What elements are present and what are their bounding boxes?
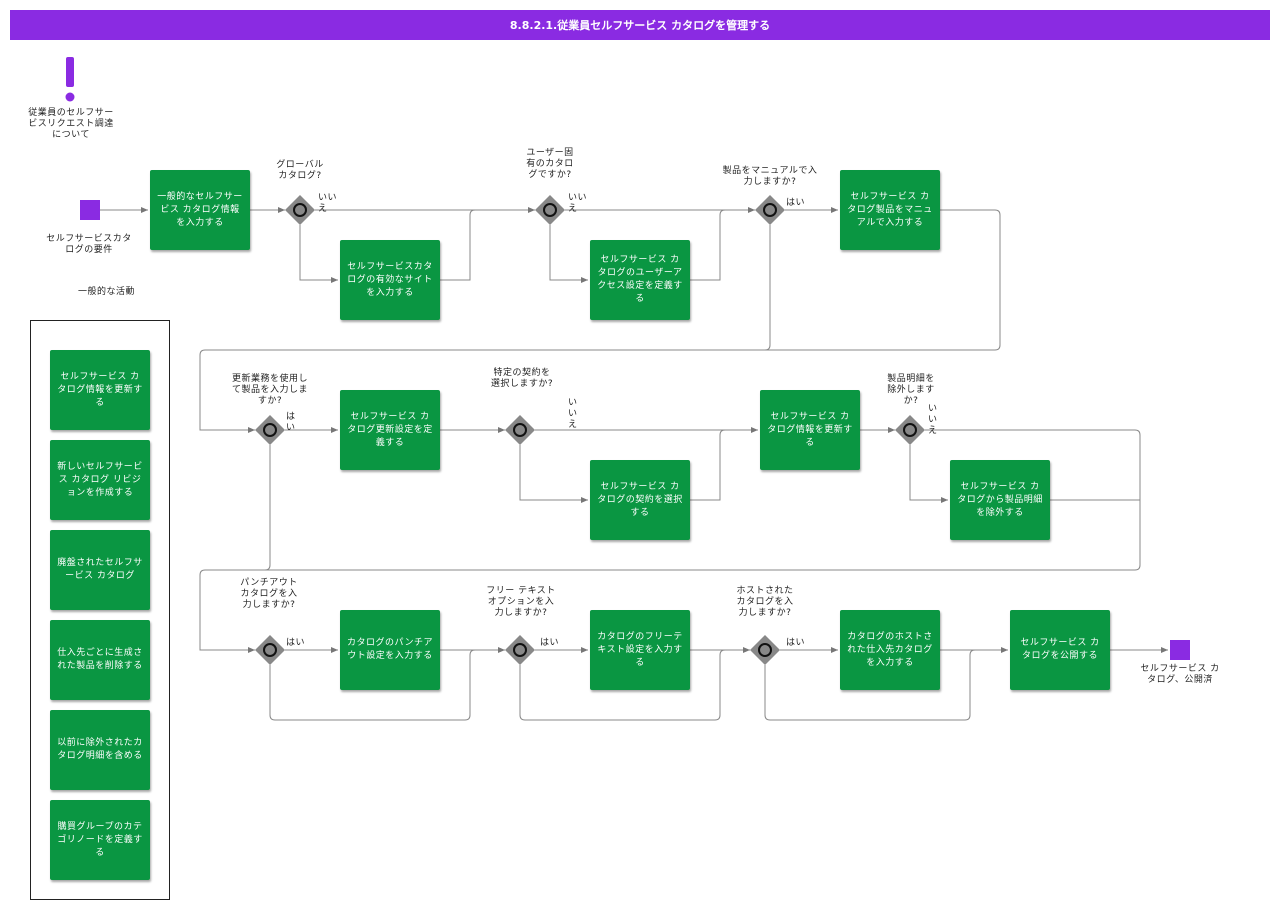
edge-t6-merge [690, 429, 726, 501]
task-enter-general-info[interactable]: 一般的なセルフサービス カタログ情報を入力する [150, 170, 250, 250]
legend-item[interactable]: 廃盤されたセルフサービス カタログ [50, 530, 150, 610]
task-enter-freetext-settings[interactable]: カタログのフリーテキスト設定を入力する [590, 610, 690, 690]
edge-label-yes: はい [786, 638, 806, 648]
edge-label-yes: はい [786, 198, 806, 208]
edge-g9-bypass [764, 649, 976, 721]
task-enter-valid-sites[interactable]: セルフサービスカタログの有効なサイトを入力する [340, 240, 440, 320]
legend-item[interactable]: 仕入先ごとに生成された製品を削除する [50, 620, 150, 700]
legend-item[interactable]: セルフサービス カタログ情報を更新する [50, 350, 150, 430]
edge-g4-wrap [264, 445, 271, 571]
edge-label-no: いいえ [568, 398, 578, 430]
task-update-catalog-info[interactable]: セルフサービス カタログ情報を更新する [760, 390, 860, 470]
task-select-contract[interactable]: セルフサービス カタログの契約を選択する [590, 460, 690, 540]
edge-g2-t3 [549, 225, 588, 283]
page-title: 8.8.2.1.従業員セルフサービス カタログを管理する [10, 10, 1270, 40]
task-publish-catalog[interactable]: セルフサービス カタログを公開する [1010, 610, 1110, 690]
edge-g6-t8 [909, 445, 948, 503]
gateway-g9 [750, 635, 780, 665]
end-event[interactable] [1170, 640, 1190, 660]
gateway-g8 [505, 635, 535, 665]
gateway-g6 [895, 415, 925, 445]
edge-g6-wrap [199, 429, 1141, 653]
legend-item[interactable]: 以前に除外されたカタログ明細を含める [50, 710, 150, 790]
edge-label-no: いいえ [318, 193, 338, 214]
gateway-g9-label: ホストされたカタログを入力しますか? [736, 586, 794, 618]
edge-g8-bypass [519, 649, 726, 721]
task-define-user-access[interactable]: セルフサービス カタログのユーザーアクセス設定を定義する [590, 240, 690, 320]
gateway-g2-label: ユーザー固有のカタログですか? [526, 148, 574, 180]
legend-item[interactable]: 購買グループのカテゴリノードを定義する [50, 800, 150, 880]
task-enter-punchout-settings[interactable]: カタログのパンチアウト設定を入力する [340, 610, 440, 690]
gateway-g7-label: パンチアウト カタログを入力しますか? [240, 578, 298, 610]
gateway-g4 [255, 415, 285, 445]
edge-g3-wrap [764, 225, 771, 351]
edge-label-yes: はい [286, 412, 296, 433]
gateway-g1 [285, 195, 315, 225]
task-exclude-product-lines[interactable]: セルフサービス カタログから製品明細を除外する [950, 460, 1050, 540]
task-enter-hosted-catalog[interactable]: カタログのホストされた仕入先カタログを入力する [840, 610, 940, 690]
gateway-g3 [755, 195, 785, 225]
start-event[interactable] [80, 200, 100, 220]
legend-box [30, 320, 170, 900]
edge-label-yes: はい [540, 638, 560, 648]
task-define-update-settings[interactable]: セルフサービス カタログ更新設定を定義する [340, 390, 440, 470]
gateway-g3-label: 製品をマニュアルで入力しますか? [722, 166, 818, 187]
start-trigger-label: 従業員のセルフサービスリクエスト調達について [28, 108, 114, 140]
gateways [255, 195, 925, 665]
gateway-g6-label: 製品明細を除外しますか? [887, 374, 935, 406]
edge-g7-bypass [269, 649, 476, 721]
edge-t4-wrap [199, 209, 1001, 433]
edge-t2-merge [440, 209, 476, 281]
gateway-g5-label: 特定の契約を選択しますか? [490, 368, 554, 389]
legend-item[interactable]: 新しいセルフサービス カタログ リビジョンを作成する [50, 440, 150, 520]
edge-g1-t2 [299, 225, 338, 283]
gateway-g7 [255, 635, 285, 665]
start-event-label: セルフサービスカタログの要件 [46, 234, 132, 255]
edge-label-no: いいえ [928, 404, 938, 436]
gateway-g5 [505, 415, 535, 445]
gateway-g1-label: グローバルカタログ? [276, 160, 324, 181]
end-event-label: セルフサービス カタログ、公開済 [1140, 664, 1220, 685]
gateway-g4-label: 更新業務を使用して製品を入力しますか? [231, 374, 308, 406]
gateway-g8-label: フリー テキスト オプションを入力しますか? [486, 586, 556, 618]
gateway-g2 [535, 195, 565, 225]
edge-g5-t6 [519, 445, 588, 503]
exclamation-icon [65, 57, 75, 102]
edge-label-no: いいえ [568, 193, 588, 214]
task-enter-products-manually[interactable]: セルフサービス カタログ製品をマニュアルで入力する [840, 170, 940, 250]
edge-t3-merge [690, 209, 726, 281]
legend-title: 一般的な活動 [78, 287, 136, 297]
edge-label-yes: はい [286, 638, 306, 648]
